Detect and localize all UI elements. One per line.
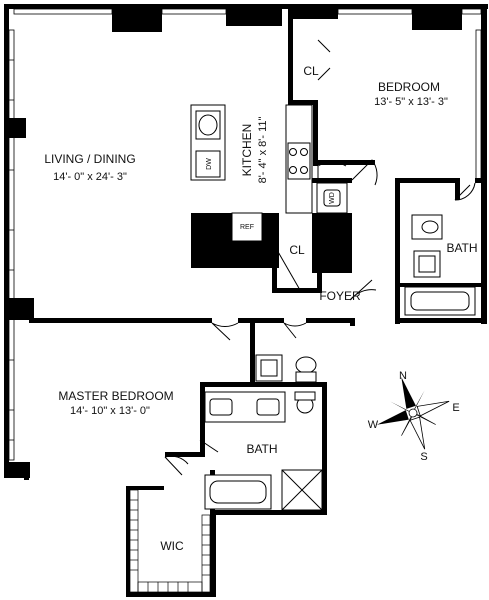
compass-e: E: [452, 402, 459, 414]
room-labels: LIVING / DINING 14'- 0" x 24'- 3" KITCHE…: [44, 64, 477, 553]
living-name: LIVING / DINING: [44, 152, 135, 166]
fixture-labels: DW REF WD: [206, 158, 336, 231]
closet-2-name: CL: [289, 243, 305, 257]
bath-2-name: BATH: [246, 442, 277, 456]
master-size: 14'- 10" x 13'- 0": [70, 405, 150, 417]
kitchen-fixtures: [190, 104, 348, 242]
compass-s: S: [420, 451, 427, 463]
dishwasher-label: DW: [206, 158, 213, 170]
wic-name: WIC: [160, 539, 184, 553]
foyer-name: FOYER: [319, 289, 361, 303]
compass-rose-icon: [376, 376, 450, 450]
washer-dryer-label: WD: [329, 192, 336, 204]
bedroom-size: 13'- 5" x 13'- 3": [374, 96, 448, 108]
bath-fixtures: [204, 214, 476, 511]
wall-columns: [4, 4, 462, 478]
bath-1-name: BATH: [446, 241, 477, 255]
master-name: MASTER BEDROOM: [58, 389, 173, 403]
refrigerator-label: REF: [240, 224, 254, 231]
living-size: 14'- 0" x 24'- 3": [53, 171, 127, 183]
window-left: [8, 29, 15, 461]
closet-1-name: CL: [303, 64, 319, 78]
wic-shelves: [129, 489, 211, 593]
bedroom-name: BEDROOM: [378, 80, 440, 94]
compass-n: N: [399, 370, 407, 382]
kitchen-name: KITCHEN: [240, 124, 254, 177]
compass-w: W: [368, 419, 379, 431]
kitchen-size: 8'- 4" x 8'- 11": [257, 116, 269, 183]
